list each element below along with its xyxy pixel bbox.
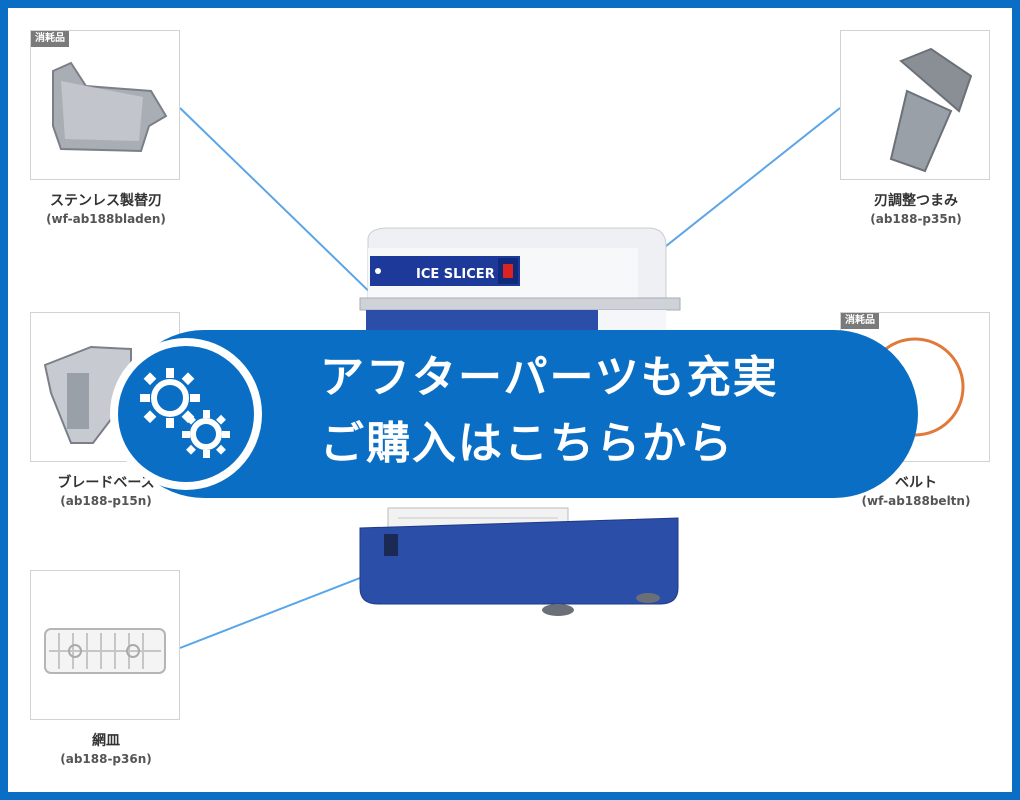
blade-icon [52,61,168,153]
consumable-tag: 消耗品 [841,313,879,329]
part-code: (wf-ab188bladen) [46,212,166,226]
part-name: ステンレス製替刃 [50,193,162,209]
machine-brand-label: ICE SLICER [416,267,495,282]
part-knob-image[interactable] [840,30,990,180]
part-name: ブレードベース [57,475,155,491]
gears-icon [140,368,230,458]
part-code: (ab188-p35n) [870,212,962,226]
consumable-tag: 消耗品 [31,31,69,47]
part-code: (ab188-p15n) [60,494,152,508]
tray-icon [44,628,166,674]
knob-icon [889,47,973,173]
part-code: (wf-ab188beltn) [861,494,971,508]
banner-headline: アフターパーツも充実 [320,352,779,403]
part-name: 網皿 [92,733,120,749]
part-code: (ab188-p36n) [60,752,152,766]
part-tray-image[interactable] [30,570,180,720]
part-name: 刃調整つまみ [874,193,958,209]
banner-subline: ご購入はこちらから [320,418,734,469]
part-name: ベルト [895,475,937,491]
part-blade-image[interactable]: 消耗品 [30,30,180,180]
